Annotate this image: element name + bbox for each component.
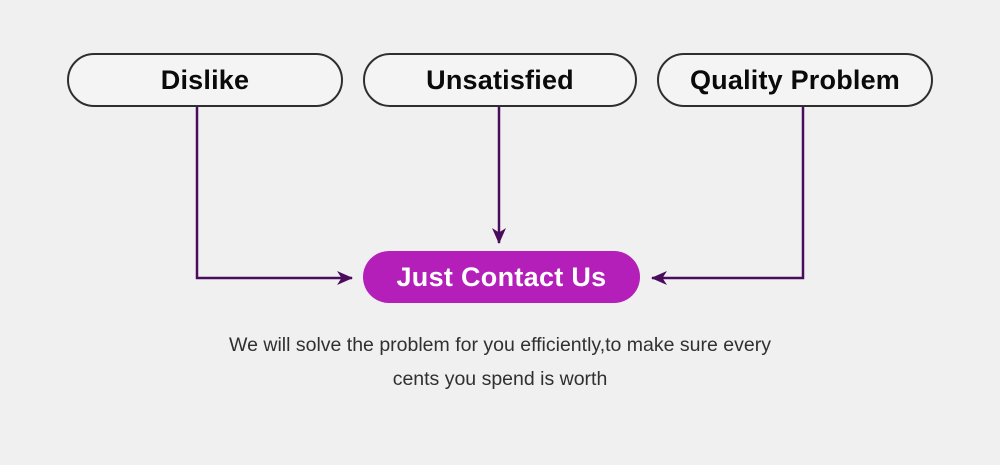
connector-dislike-to-cta — [195, 107, 353, 285]
connector-quality-problem-to-cta — [651, 107, 805, 285]
reason-box-quality-problem[interactable]: Quality Problem — [657, 53, 933, 107]
reason-box-label: Dislike — [160, 64, 250, 95]
caption-line-2: cents you spend is worth — [392, 368, 608, 390]
reason-box-dislike[interactable]: Dislike — [67, 53, 343, 107]
reason-box-unsatisfied[interactable]: Unsatisfied — [363, 53, 637, 107]
caption-line-1: We will solve the problem for you effici… — [229, 334, 771, 356]
reason-box-label: Quality Problem — [689, 64, 901, 95]
caption-text: We will solve the problem for you effici… — [150, 328, 850, 396]
contact-us-button[interactable]: Just Contact Us — [363, 251, 640, 303]
contact-us-button-label: Just Contact Us — [396, 261, 607, 292]
reason-box-label: Unsatisfied — [426, 64, 574, 95]
